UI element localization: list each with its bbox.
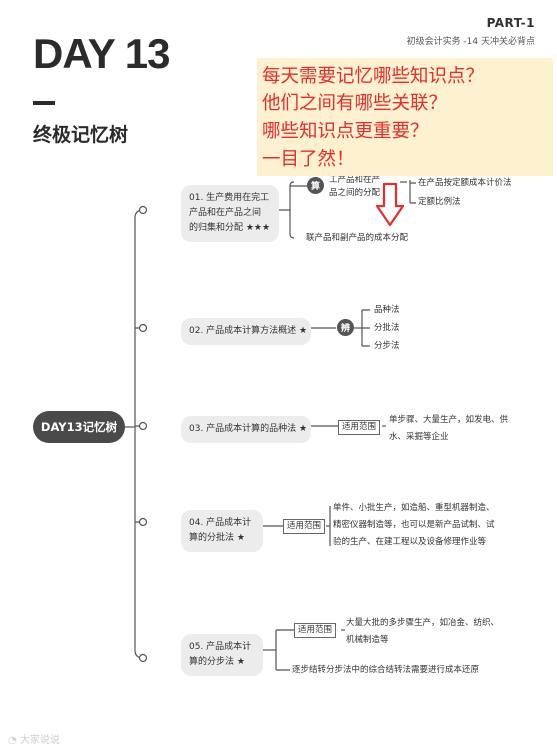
branch-4-desc: 单件、小批生产，如造船、重型机器制造、 精密仪器制造等，也可以是新产品试制、试 … bbox=[333, 503, 495, 547]
scope-tag-5: 适用范围 bbox=[294, 623, 337, 638]
watermark: ◔ 大家说说 bbox=[8, 735, 60, 746]
callout-line-4: 一目了然！ bbox=[262, 149, 355, 170]
branch-5-desc: 大量大批的多步骤生产，如冶金、纺织、 机械制造等 bbox=[346, 618, 500, 645]
branch-1-line-2: 产品和在产品之间 bbox=[189, 208, 262, 218]
branch-node-2: 02. 产品成本计算方法概述 ★ bbox=[181, 318, 311, 345]
day-title: DAY 13 bbox=[33, 30, 170, 77]
down-arrow-icon bbox=[375, 182, 405, 227]
leaf-step-method: 分步法 bbox=[374, 341, 400, 351]
watermark-logo-icon: ◔ bbox=[8, 735, 20, 746]
branch-node-4: 04. 产品成本计 算的分批法 ★ bbox=[181, 510, 263, 552]
callout-line-3: 哪些知识点更重要？ bbox=[262, 121, 429, 142]
callout-line-2: 他们之间有哪些关联？ bbox=[262, 93, 448, 114]
branch-1-sub-label: 工产品和在产 品之间的分配 bbox=[329, 175, 381, 198]
branch-1-line-1: 01. 生产费用在完工 bbox=[189, 193, 270, 203]
distinguish-badge: 辨 bbox=[337, 319, 354, 336]
branch-3-desc: 单步骤、大量生产，如发电、供 水、采掘等企业 bbox=[389, 415, 509, 442]
branch-dot-1 bbox=[138, 205, 148, 215]
tree-title: 终极记忆树 bbox=[33, 124, 129, 146]
scope-tag-4: 适用范围 bbox=[283, 519, 326, 534]
leaf-fixed-cost-method: 在产品按定额成本计价法 bbox=[418, 178, 512, 188]
branch-dot-4 bbox=[138, 517, 148, 527]
branch-node-3: 03. 产品成本计算的品种法 ★ bbox=[181, 416, 311, 443]
leaf-quota-ratio-method: 定额比例法 bbox=[418, 197, 461, 207]
header-subtitle: 初级会计实务 -14 天冲关必背点 bbox=[406, 37, 535, 47]
branch-node-1: 01. 生产费用在完工 产品和在产品之间 的归集和分配 ★★★ bbox=[181, 185, 279, 242]
root-node: DAY13记忆树 bbox=[33, 411, 125, 443]
branch-dot-5 bbox=[138, 653, 148, 663]
leaf-cost-restoration: 逐步结转分步法中的综合结转法需要进行成本还原 bbox=[292, 665, 480, 675]
scope-tag-3: 适用范围 bbox=[338, 420, 381, 435]
part-label: PART-1 bbox=[486, 16, 535, 30]
callout-box bbox=[257, 58, 553, 176]
leaf-batch-method: 分批法 bbox=[374, 323, 400, 333]
leaf-joint-product: 联产品和副产品的成本分配 bbox=[306, 233, 409, 243]
title-divider bbox=[33, 101, 55, 105]
leaf-variety-method: 品种法 bbox=[374, 305, 400, 315]
branch-dot-2 bbox=[138, 323, 148, 333]
callout-line-1: 每天需要记忆哪些知识点？ bbox=[262, 66, 485, 87]
calc-badge: 算 bbox=[307, 177, 324, 194]
branch-dot-3 bbox=[138, 421, 148, 431]
branch-1-line-3: 的归集和分配 ★★★ bbox=[189, 223, 271, 233]
branch-node-5: 05. 产品成本计 算的分步法 ★ bbox=[181, 634, 263, 676]
